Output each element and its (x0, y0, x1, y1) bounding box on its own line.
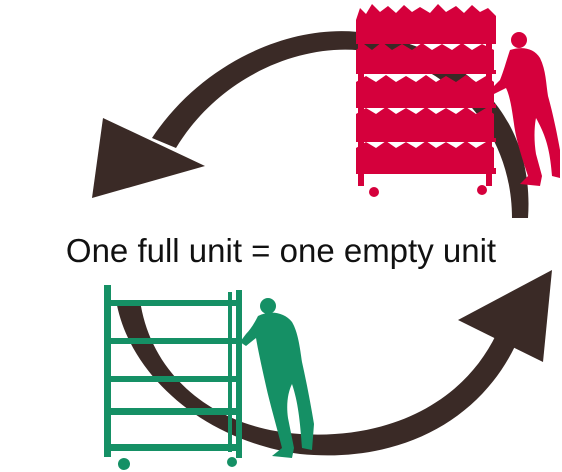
bottom-return-arrow-icon (116, 270, 552, 455)
exchange-caption: One full unit = one empty unit (0, 231, 562, 271)
full-trolley-with-worker-icon (356, 4, 560, 197)
